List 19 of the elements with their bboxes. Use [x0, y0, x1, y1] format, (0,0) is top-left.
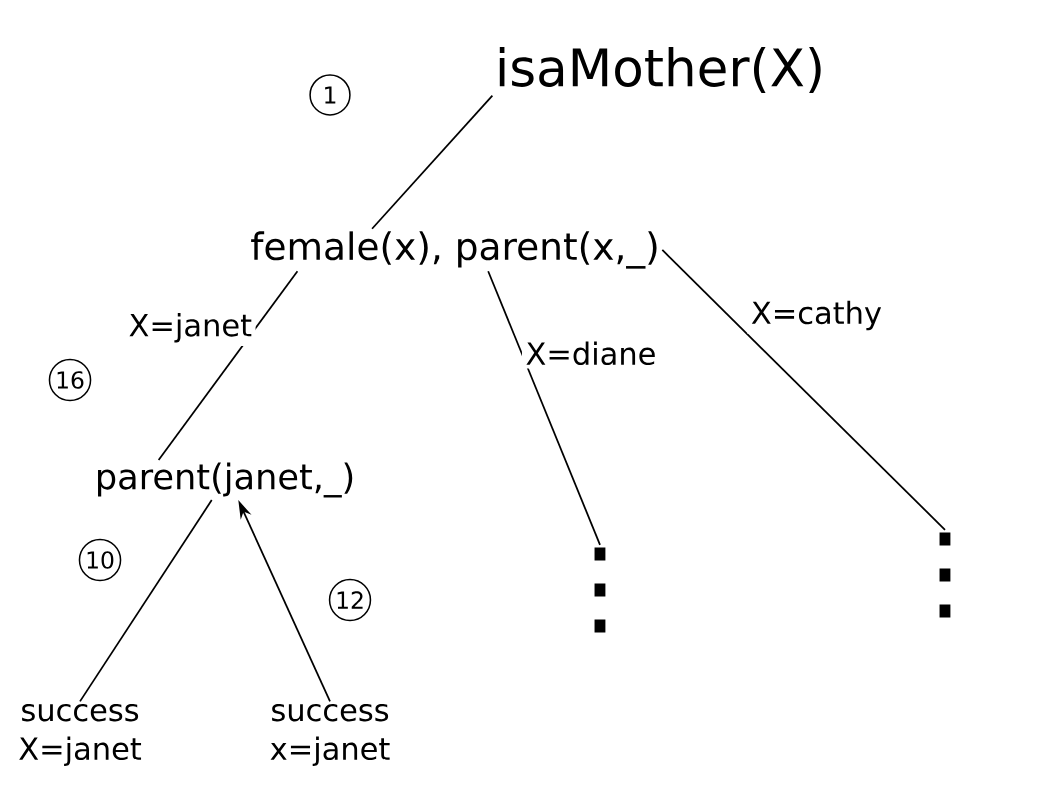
callout-number: 16 — [48, 358, 92, 402]
edge-label: X=janet — [125, 309, 256, 347]
edge-label: X=diane — [521, 338, 660, 369]
edge-label: X=cathy — [747, 297, 886, 334]
connector-line — [661, 249, 946, 531]
connector-line — [487, 270, 601, 546]
node-text: isaMother(X) — [499, 47, 821, 93]
node-text: ⋮ — [939, 532, 951, 618]
callout-number: 10 — [78, 538, 122, 582]
connector-line — [79, 499, 213, 703]
node-text: parent(janet,_) — [98, 462, 353, 498]
node-text: ⋮ — [594, 547, 606, 633]
connector-line — [157, 270, 299, 461]
node-text: female(x), parent(x,_) — [251, 231, 657, 269]
node-text: success x=janet — [270, 703, 390, 767]
connector-line — [371, 94, 494, 230]
callout-number: 1 — [309, 74, 351, 116]
callout-number: 12 — [328, 578, 372, 622]
node-text: success X=janet — [19, 703, 142, 767]
